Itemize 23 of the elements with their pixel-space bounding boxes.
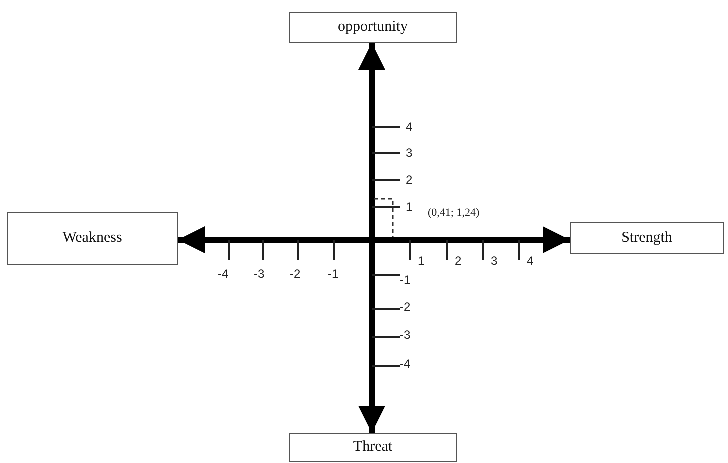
tick-label: 4 — [527, 254, 534, 268]
tick-label: 1 — [418, 254, 425, 268]
double-arrow — [178, 226, 570, 254]
double-arrow — [358, 43, 386, 433]
label-box: Threat — [289, 433, 457, 462]
tick-label: 3 — [491, 254, 498, 268]
tick-label: -4 — [218, 267, 229, 281]
label-box: opportunity — [289, 12, 457, 43]
tick-label: -2 — [290, 267, 301, 281]
label-box: Strength — [570, 222, 724, 254]
tick-label: 4 — [406, 120, 413, 134]
label-box: Weakness — [7, 212, 178, 265]
tick-label: 1 — [406, 200, 413, 214]
tick-label: -3 — [400, 328, 411, 342]
tick-label: -1 — [328, 267, 339, 281]
tick-label: -4 — [400, 357, 411, 371]
point-coordinates: (0,41; 1,24) — [428, 206, 480, 220]
tick-label: 2 — [455, 254, 462, 268]
tick-label: 3 — [406, 146, 413, 160]
tick-label: -2 — [400, 300, 411, 314]
tick-label: -1 — [400, 273, 411, 287]
tick-label: 2 — [406, 173, 413, 187]
tick-label: -3 — [254, 267, 265, 281]
